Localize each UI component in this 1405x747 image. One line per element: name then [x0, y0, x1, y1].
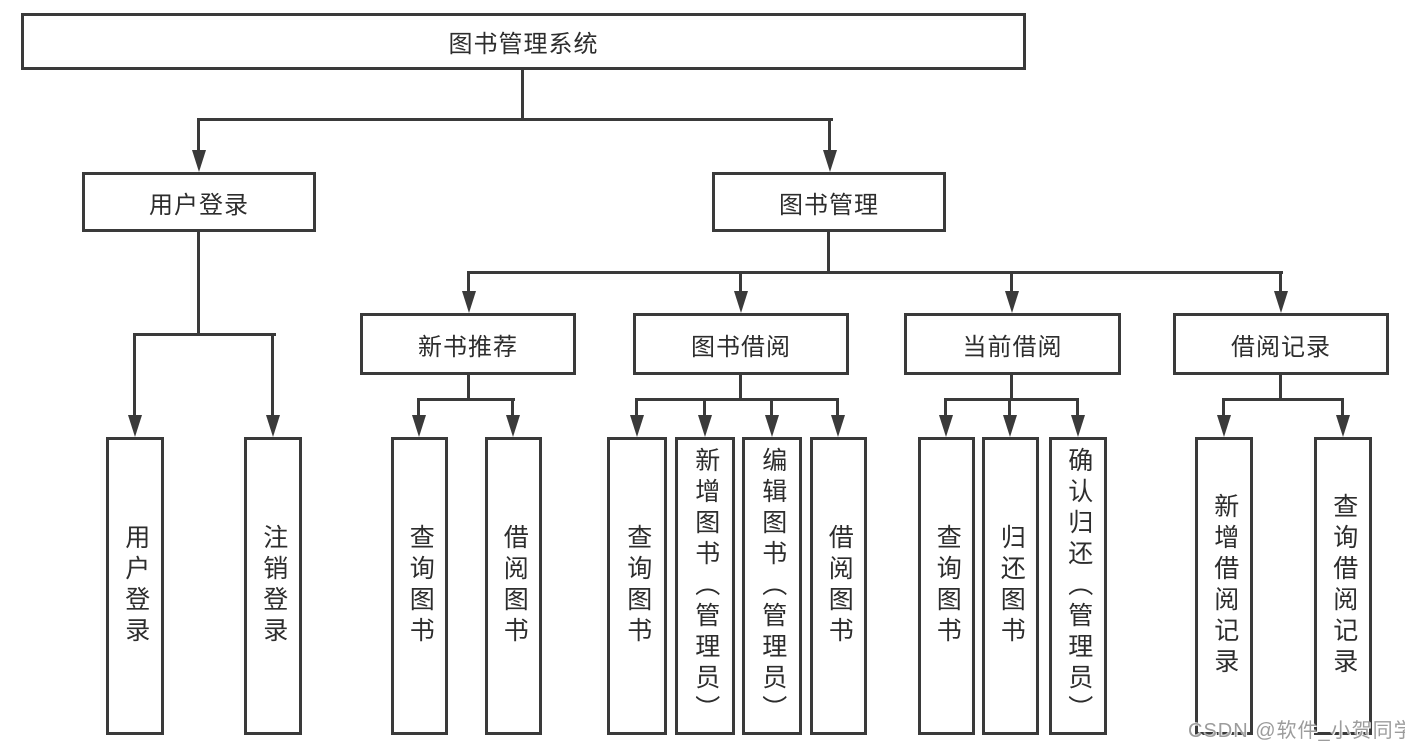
node-label: 当前借阅: [962, 333, 1063, 361]
connector-line: [1341, 398, 1344, 418]
leaf-query-books-recommend: 查询图书: [391, 437, 448, 735]
connector-arrow: [630, 415, 644, 437]
leaf-add-borrow-record: 新增借阅记录: [1195, 437, 1253, 735]
connector-line: [1279, 375, 1282, 401]
connector-line: [467, 375, 470, 401]
node-label: 确认归还（管理员）: [1064, 446, 1093, 726]
node-label: 图书管理: [779, 191, 879, 219]
node-book-borrow: 图书借阅: [633, 313, 849, 375]
connector-line: [1008, 398, 1011, 418]
node-label: 新增图书（管理员）: [691, 446, 720, 726]
connector-line: [511, 398, 514, 418]
connector-line: [828, 118, 831, 151]
connector-arrow: [939, 415, 953, 437]
connector-line: [1076, 398, 1079, 418]
node-new-book-recommend: 新书推荐: [360, 313, 576, 375]
connector-line: [770, 398, 773, 418]
connector-line: [739, 375, 742, 401]
node-label: 查询图书: [623, 524, 652, 648]
connector-line: [1222, 398, 1344, 401]
connector-line: [944, 398, 947, 418]
leaf-user-login: 用户登录: [106, 437, 164, 735]
node-label: 编辑图书（管理员）: [758, 446, 787, 726]
node-label: 查询借阅记录: [1329, 493, 1358, 679]
node-label: 新增借阅记录: [1210, 493, 1239, 679]
leaf-return-book: 归还图书: [982, 437, 1039, 735]
connector-arrow: [1274, 291, 1288, 313]
connector-line: [417, 398, 420, 418]
connector-arrow: [765, 415, 779, 437]
connector-line: [133, 333, 276, 336]
connector-arrow: [192, 150, 206, 172]
leaf-confirm-return-admin: 确认归还（管理员）: [1049, 437, 1107, 735]
leaf-add-book-admin: 新增图书（管理员）: [675, 437, 735, 735]
connector-arrow: [412, 415, 426, 437]
connector-arrow: [1005, 291, 1019, 313]
node-borrow-records: 借阅记录: [1173, 313, 1389, 375]
leaf-query-books-current: 查询图书: [918, 437, 975, 735]
connector-line: [521, 70, 524, 120]
leaf-query-books-borrow: 查询图书: [607, 437, 667, 735]
node-label: 用户登录: [121, 524, 150, 648]
connector-arrow: [128, 415, 142, 437]
connector-arrow: [1336, 415, 1350, 437]
connector-line: [271, 333, 274, 416]
node-current-borrow: 当前借阅: [904, 313, 1121, 375]
connector-arrow: [1217, 415, 1231, 437]
node-label: 借阅记录: [1231, 333, 1331, 361]
leaf-edit-book-admin: 编辑图书（管理员）: [742, 437, 802, 735]
node-label: 借阅图书: [500, 524, 529, 648]
node-label: 查询图书: [933, 524, 962, 648]
leaf-borrow-books-recommend: 借阅图书: [485, 437, 542, 735]
connector-arrow: [734, 291, 748, 313]
connector-line: [197, 232, 200, 335]
connector-line: [1010, 271, 1013, 292]
node-user-login: 用户登录: [82, 172, 316, 232]
connector-line: [703, 398, 706, 418]
connector-line: [1010, 375, 1013, 401]
node-root: 图书管理系统: [21, 13, 1026, 70]
node-book-management: 图书管理: [712, 172, 946, 232]
connector-arrow: [823, 150, 837, 172]
node-label: 新书推荐: [418, 333, 518, 361]
connector-line: [944, 398, 1079, 401]
connector-line: [836, 398, 839, 418]
connector-arrow: [831, 415, 845, 437]
connector-line: [1222, 398, 1225, 418]
connector-line: [197, 118, 200, 151]
node-label: 查询图书: [406, 524, 435, 648]
connector-line: [197, 118, 833, 121]
connector-line: [467, 271, 1283, 274]
node-label: 注销登录: [259, 524, 288, 648]
connector-arrow: [266, 415, 280, 437]
leaf-query-borrow-record: 查询借阅记录: [1314, 437, 1372, 735]
node-label: 归还图书: [997, 524, 1026, 648]
connector-line: [467, 271, 470, 292]
connector-arrow: [462, 291, 476, 313]
connector-line: [827, 232, 830, 273]
node-label: 图书借阅: [691, 333, 791, 361]
csdn-watermark: CSDN @软件_小贺同学: [1188, 720, 1405, 742]
node-label: 用户登录: [149, 191, 249, 219]
connector-line: [133, 333, 136, 416]
connector-line: [739, 271, 742, 292]
connector-line: [1279, 271, 1282, 292]
node-label: 借阅图书: [825, 524, 854, 648]
connector-arrow: [698, 415, 712, 437]
connector-line: [635, 398, 638, 418]
leaf-logout: 注销登录: [244, 437, 302, 735]
leaf-borrow-books: 借阅图书: [810, 437, 867, 735]
connector-line: [635, 398, 839, 401]
node-label: 图书管理系统: [448, 31, 599, 58]
connector-arrow: [1071, 415, 1085, 437]
connector-line: [417, 398, 515, 401]
connector-arrow: [506, 415, 520, 437]
connector-arrow: [1003, 415, 1017, 437]
